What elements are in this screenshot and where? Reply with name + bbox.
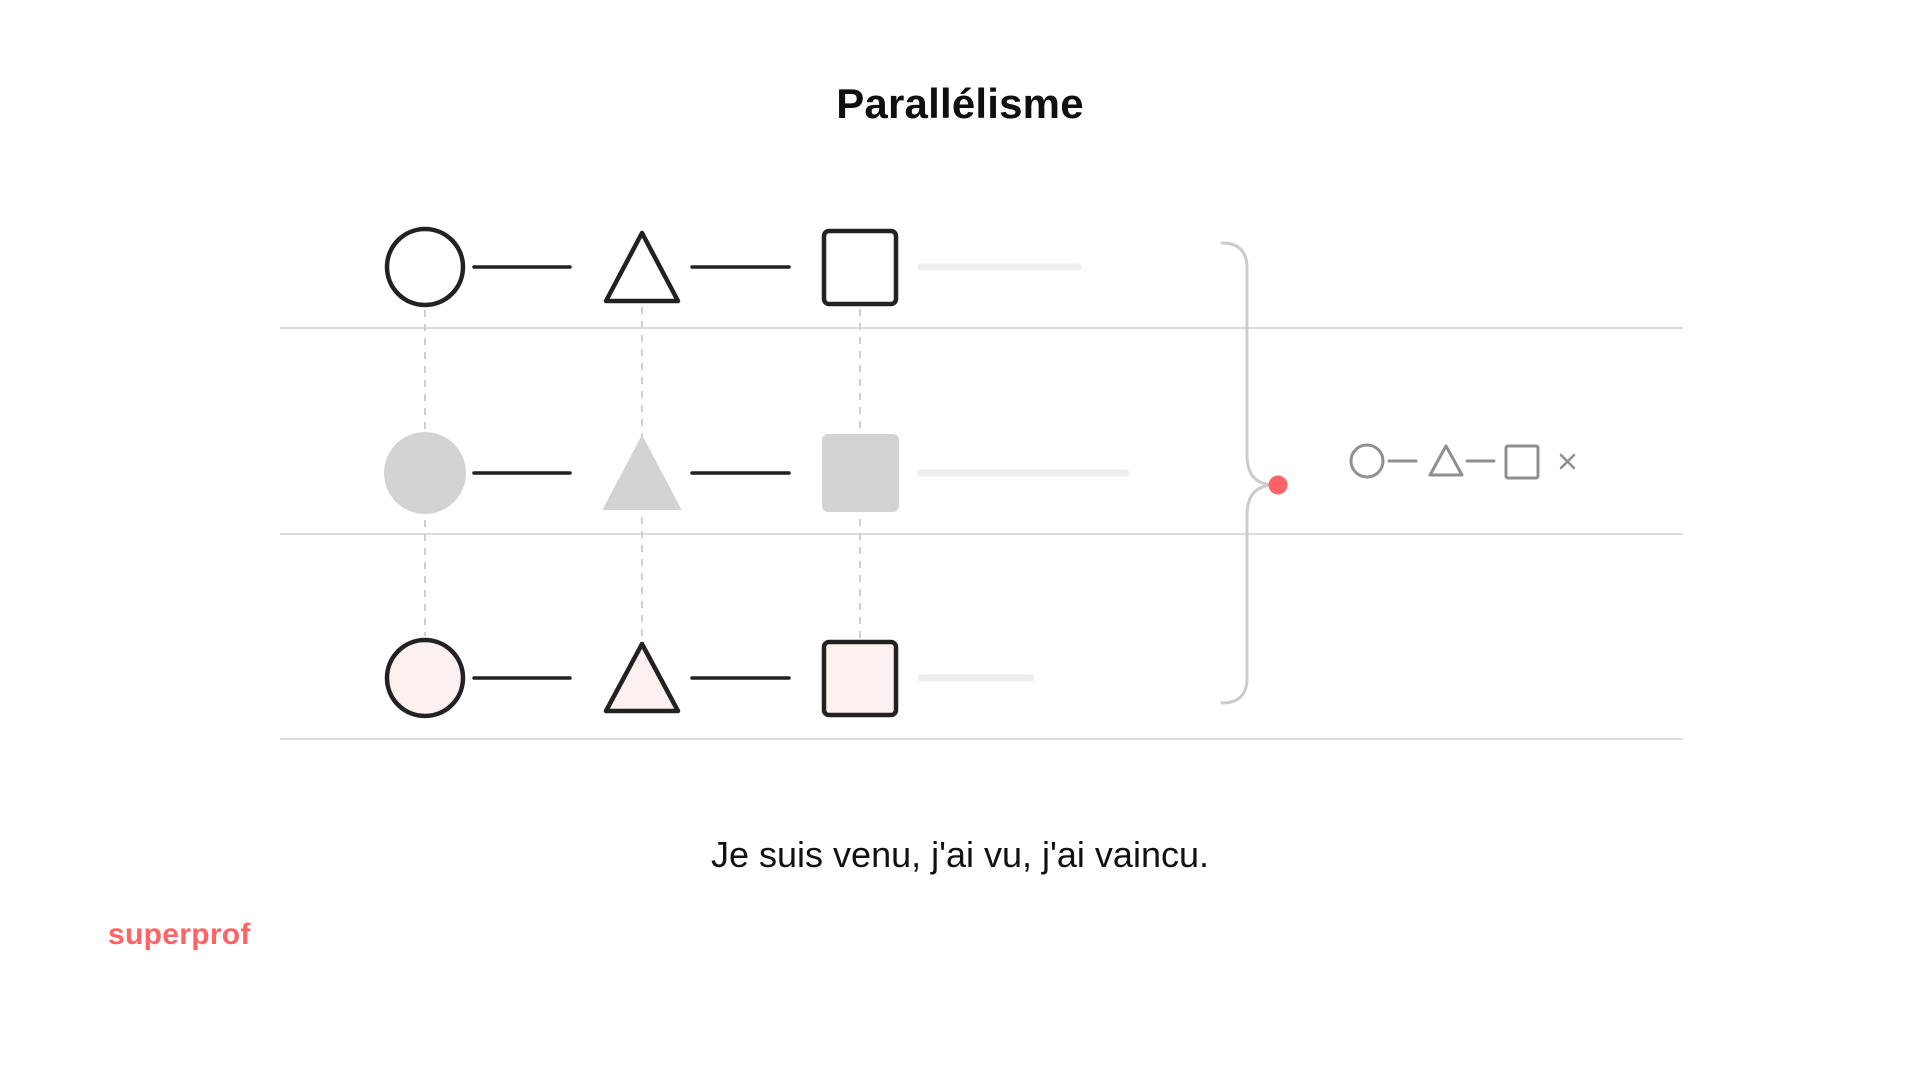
square-icon	[821, 228, 899, 307]
circle-icon	[384, 432, 466, 514]
vertical-guides	[424, 307, 861, 640]
triangle-icon	[603, 641, 681, 714]
triangle-icon	[603, 436, 681, 510]
triangle-icon	[1428, 444, 1464, 477]
row-1	[384, 226, 1082, 308]
square-icon	[821, 639, 899, 718]
row-dividers	[280, 327, 1683, 740]
superprof-logo: superprof	[108, 918, 251, 951]
triangle-icon	[603, 230, 681, 304]
page-title: Parallélisme	[836, 80, 1084, 127]
row-3	[384, 637, 1035, 719]
circle-icon	[384, 226, 466, 308]
square-icon	[822, 434, 899, 512]
row-2	[384, 432, 1130, 514]
pattern-summary	[1349, 443, 1576, 480]
curly-brace-icon	[1220, 241, 1276, 705]
brace-point-dot	[1268, 475, 1288, 495]
circle-icon	[1349, 443, 1385, 479]
square-icon	[1504, 444, 1540, 480]
example-sentence: Je suis venu, j'ai vu, j'ai vaincu.	[711, 834, 1209, 875]
circle-icon	[384, 637, 466, 719]
multiply-icon	[1559, 453, 1576, 470]
